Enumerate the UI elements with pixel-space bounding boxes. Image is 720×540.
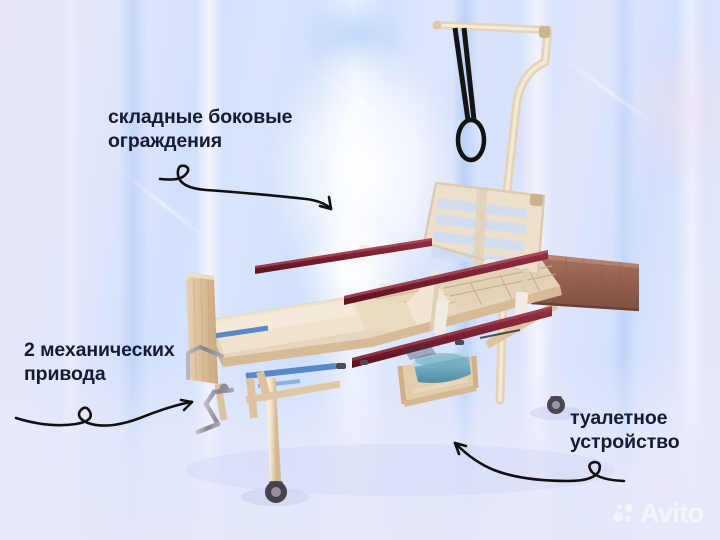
- avito-dots-icon: [613, 504, 633, 523]
- avito-watermark: Avito: [612, 500, 704, 527]
- avito-wordmark: Avito: [640, 498, 704, 528]
- crank-handles: [164, 344, 235, 435]
- callout-toilet-device: туалетное устройство: [570, 407, 680, 453]
- bed-hardware: [336, 329, 521, 369]
- side-rail-far: [255, 237, 432, 310]
- caster-wheel: [547, 396, 565, 414]
- callout-mechanical-drives: 2 механических привода: [24, 339, 175, 385]
- trapeze-pole: [432, 20, 553, 405]
- backrest-panel: [422, 181, 546, 277]
- side-rail-near: [344, 250, 552, 368]
- headboard: [186, 273, 218, 384]
- toilet-basin-assembly: [397, 344, 479, 407]
- callout-side-rails: складные боковые ограждения: [108, 106, 293, 152]
- bed-shadow: [185, 406, 615, 506]
- caster-wheel: [265, 481, 287, 503]
